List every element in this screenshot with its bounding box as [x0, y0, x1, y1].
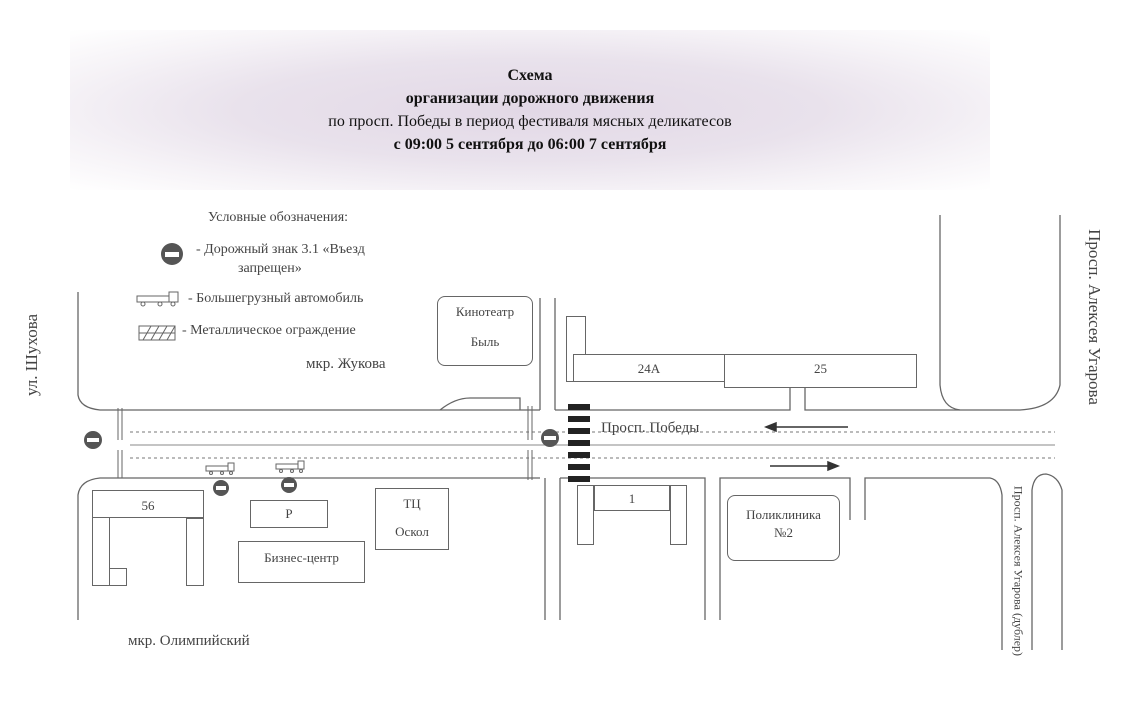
no-entry-sign-icon [213, 480, 229, 496]
district-north: мкр. Жукова [306, 356, 386, 372]
road-edge-south-east [864, 477, 1003, 650]
metal-fence-icon [117, 408, 123, 478]
building-56 [92, 490, 204, 518]
title-line-2: организации дорожного движения [405, 90, 655, 107]
building-clinic [727, 495, 840, 561]
building-1-wing-left [577, 485, 594, 545]
title-line-4: с 09:00 5 сентября до 06:00 7 сентября [393, 136, 667, 153]
direction-arrow-icon [763, 421, 848, 472]
street-east: Просп. Алексея Угарова [1085, 229, 1104, 405]
road-edge-south-mid2 [719, 477, 851, 620]
road-edge-north-east [804, 215, 1061, 411]
no-entry-sign-icon [84, 431, 102, 449]
building-24a-label: 24А [637, 361, 661, 376]
building-1-wing-right [670, 485, 687, 545]
clinic-label-2: №2 [774, 525, 793, 540]
no-entry-sign-icon [161, 243, 183, 265]
mall-label-2: Оскол [395, 524, 429, 539]
parking-label: Р [285, 506, 293, 521]
business-center-label: Бизнес-центр [264, 550, 339, 565]
no-entry-sign-icon [541, 429, 559, 447]
building-24a [573, 354, 725, 382]
building-mall [375, 488, 449, 550]
metal-fence-icon [138, 325, 176, 341]
legend-heading: Условные обозначения: [208, 210, 349, 225]
building-56-wing-right [186, 518, 204, 586]
building-1 [594, 485, 670, 511]
title-line-3: по просп. Победы в период фестиваля мясн… [328, 113, 732, 130]
building-1-label: 1 [628, 491, 636, 506]
building-25-label: 25 [814, 361, 827, 376]
legend-sign-line-2: запрещен» [238, 261, 302, 276]
heavy-truck-icon [136, 291, 179, 307]
title-banner: Схема организации дорожного движения по … [70, 30, 990, 190]
legend-fence: - Металлическое ограждение [182, 323, 356, 338]
road-edge-east-inner [939, 215, 961, 411]
road-edge-backup [1031, 473, 1063, 650]
clinic-label-1: Поликлиника [746, 507, 821, 522]
building-cinema-name: Кинотеатр [455, 304, 515, 319]
heavy-truck-icon [205, 462, 235, 475]
road-bump [439, 397, 521, 411]
building-25 [724, 354, 917, 388]
building-cinema-name-2: Быль [470, 334, 500, 349]
road-edge-north-west [77, 292, 540, 411]
metal-fence-icon [527, 406, 533, 480]
building-cinema [437, 296, 533, 366]
street-west: ул. Шухова [22, 313, 41, 397]
heavy-truck-icon [275, 460, 305, 473]
building-56-label: 56 [141, 498, 155, 513]
title-line-1: Схема [507, 67, 553, 84]
building-business-center [238, 541, 365, 583]
no-entry-sign-icon [281, 477, 297, 493]
building-56-foot [110, 568, 127, 586]
scheme-title: Схема организации дорожного движения по … [70, 64, 990, 156]
parking [250, 500, 328, 528]
crosswalk [568, 404, 590, 482]
mall-label-1: ТЦ [403, 496, 421, 511]
district-south: мкр. Олимпийский [128, 633, 250, 649]
legend-sign-line-1: - Дорожный знак 3.1 «Въезд [196, 242, 365, 257]
road-edge-south-west [77, 477, 540, 620]
legend-truck: - Большегрузный автомобиль [188, 291, 364, 306]
street-main: Просп. Победы [601, 420, 700, 436]
road-edge-north-mid [555, 388, 791, 411]
road-edge-south-mid [560, 477, 706, 620]
street-east-backup: Просп. Алексея Угарова (дублер) [1011, 485, 1026, 657]
